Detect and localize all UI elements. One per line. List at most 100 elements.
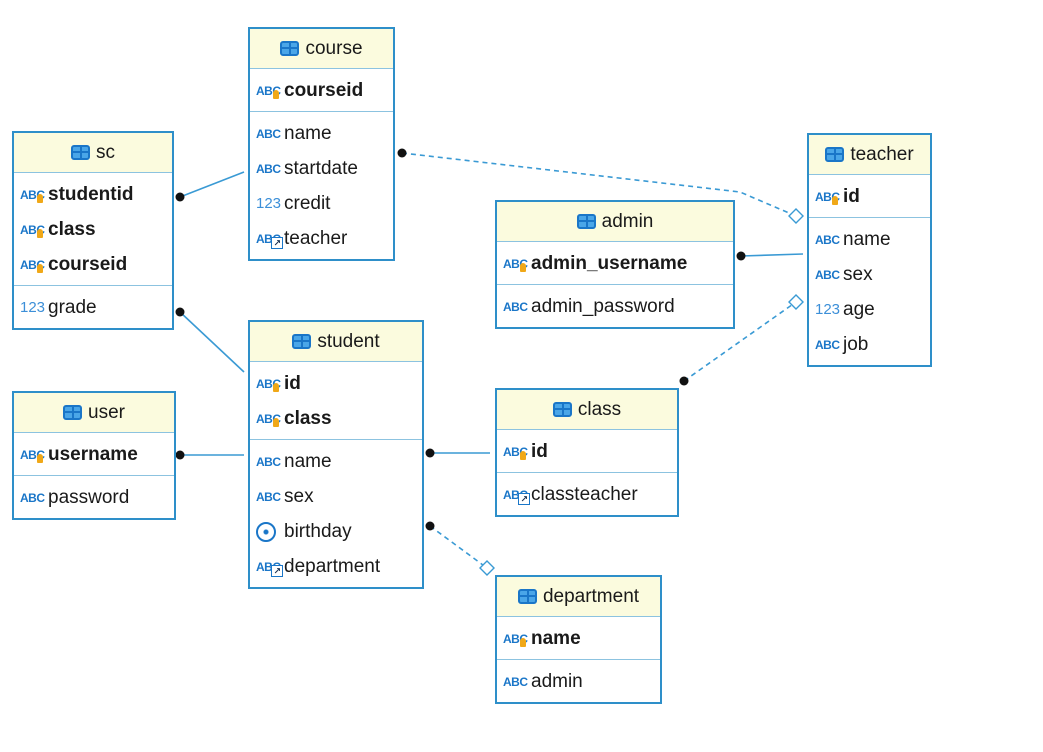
table-icon [280, 41, 300, 56]
relationship-end-diamond [479, 560, 495, 576]
table-icon [63, 405, 83, 420]
table-header[interactable]: teacher [809, 135, 930, 175]
text-key-icon: ABC [20, 448, 48, 463]
relationship-admin-teacher[interactable] [736, 251, 804, 261]
relationship-end-dot [425, 448, 435, 458]
text-key-icon: ABC [503, 445, 531, 460]
relationship-line [179, 171, 245, 198]
text-type-icon: ABC [256, 161, 281, 176]
date-type-icon [256, 521, 276, 542]
text-type-icon: ABC [815, 267, 840, 282]
relationship-line [740, 253, 804, 257]
column-name: courseid [48, 253, 128, 275]
relationship-sc-student[interactable] [175, 307, 245, 373]
relationship-end-diamond [788, 294, 804, 310]
column-name: username [48, 443, 138, 465]
relationship-course-teacher[interactable] [397, 148, 804, 224]
column-name: department [284, 555, 381, 577]
text-key-icon: ABC [815, 190, 843, 205]
relationship-end-dot [736, 251, 746, 261]
relationship-line [683, 301, 797, 382]
table-header[interactable]: user [14, 393, 174, 433]
text-foreign-key-icon: ABC [256, 232, 284, 249]
column-name: teacher [284, 227, 348, 249]
column-row[interactable]: ABCclassteacher [497, 477, 677, 512]
table-header[interactable]: course [250, 29, 393, 69]
text-key-icon: ABC [20, 188, 48, 203]
table-header[interactable]: class [497, 390, 677, 430]
column-row[interactable]: ABCdepartment [250, 549, 422, 584]
table-icon [517, 589, 537, 604]
column-name: job [843, 333, 869, 355]
table-header[interactable]: admin [497, 202, 733, 242]
column-row[interactable]: birthday [250, 514, 422, 549]
table-icon [292, 334, 312, 349]
column-name: name [531, 627, 581, 649]
column-name: grade [48, 296, 97, 318]
column-row[interactable]: ABCteacher [250, 221, 393, 256]
column-name: name [284, 122, 332, 144]
text-key-icon: ABC [503, 257, 531, 272]
text-key-icon: ABC [20, 258, 48, 273]
column-name: password [48, 486, 130, 508]
relationship-sc-course[interactable] [175, 171, 245, 202]
table-header[interactable]: sc [14, 133, 172, 173]
text-key-icon: ABC [20, 223, 48, 238]
relationship-line [401, 152, 797, 217]
relationship-end-dot [175, 192, 185, 202]
table-name: user [88, 401, 125, 423]
table-header[interactable]: department [497, 577, 660, 617]
relationship-student-department[interactable] [425, 521, 495, 576]
column-name: sex [843, 263, 873, 285]
text-foreign-key-icon: ABC [503, 488, 531, 505]
column-name: id [284, 372, 301, 394]
relationship-end-dot [397, 148, 407, 158]
column-name: class [48, 218, 96, 240]
table-header[interactable]: student [250, 322, 422, 362]
table-name: department [542, 585, 640, 607]
column-name: class [284, 407, 332, 429]
relationship-class-teacher[interactable] [679, 294, 804, 386]
text-type-icon: ABC [256, 489, 281, 504]
relationship-line [429, 525, 488, 569]
column-name: admin_password [531, 295, 675, 317]
table-icon [825, 147, 845, 162]
relationship-student-class[interactable] [425, 448, 491, 458]
table-name: course [305, 37, 363, 59]
relationship-user-student[interactable] [175, 450, 245, 460]
table-name: admin [601, 210, 654, 232]
